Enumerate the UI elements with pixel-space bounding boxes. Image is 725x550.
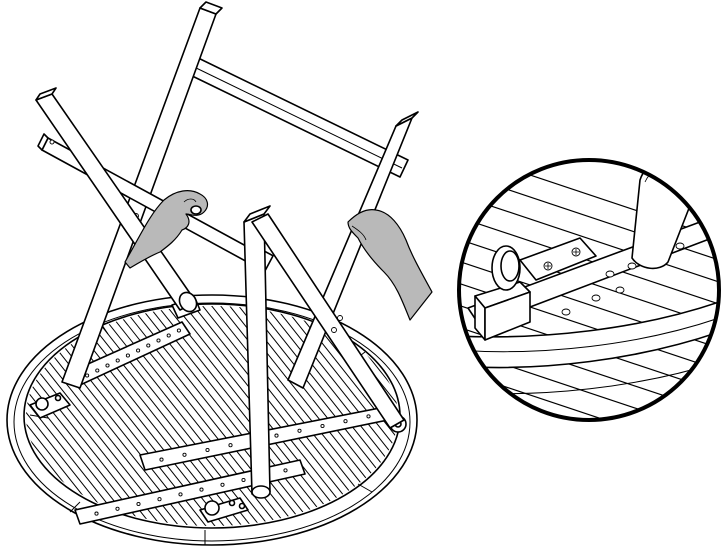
batten-screw-holes	[85, 328, 371, 516]
hinge-bracket-bottom	[199, 497, 249, 523]
screw-hole	[156, 338, 161, 343]
magnified-rim	[459, 299, 719, 369]
screw-hole	[136, 501, 141, 507]
slat-line	[26, 306, 128, 526]
frame-b-brace	[251, 213, 405, 429]
slat-line	[89, 306, 281, 526]
tabletop-rim-edge	[13, 302, 411, 542]
screw-hole	[94, 511, 99, 516]
screw-hole	[228, 443, 233, 448]
screw-hole	[366, 414, 371, 419]
screw-hole	[241, 477, 246, 483]
screw-hole	[159, 457, 164, 462]
screw-hole	[95, 368, 100, 373]
slat-line	[107, 306, 299, 526]
screw-hole	[115, 506, 120, 511]
magnified-slat-line	[459, 193, 719, 285]
screw-hole	[220, 482, 225, 487]
detail-magnifier	[457, 158, 721, 422]
screw-hole	[157, 497, 162, 502]
hinge-bracket-left	[29, 392, 71, 419]
screw-hole	[297, 428, 302, 433]
screw-hole	[136, 348, 141, 353]
screw-hole	[125, 353, 130, 358]
screw-hole	[343, 419, 348, 424]
screw-hole	[274, 433, 279, 438]
screw-hole	[166, 333, 171, 338]
screw-hole	[205, 447, 210, 453]
left-hand	[124, 190, 209, 269]
screw-hole	[115, 358, 120, 363]
right-hand	[347, 209, 433, 321]
slat-line	[71, 306, 263, 526]
slat-line	[0, 300, 1, 540]
batten-lower	[74, 459, 306, 525]
slat-line	[26, 306, 137, 526]
slat-line	[26, 306, 146, 526]
screw-hole	[176, 328, 181, 333]
screw-hole	[178, 492, 183, 497]
leg-frame-b	[35, 87, 405, 499]
screw-hole	[283, 468, 288, 473]
screw-hole	[182, 452, 187, 457]
magnifier-frame	[457, 158, 721, 422]
screw-hole	[320, 423, 325, 429]
slat-line	[152, 306, 344, 526]
slat-line	[98, 306, 290, 526]
screw-hole	[199, 487, 204, 492]
magnified-slat-line	[459, 215, 719, 307]
screw-hole	[146, 343, 151, 348]
screw-hole	[85, 373, 90, 378]
screw-hole	[105, 363, 110, 368]
